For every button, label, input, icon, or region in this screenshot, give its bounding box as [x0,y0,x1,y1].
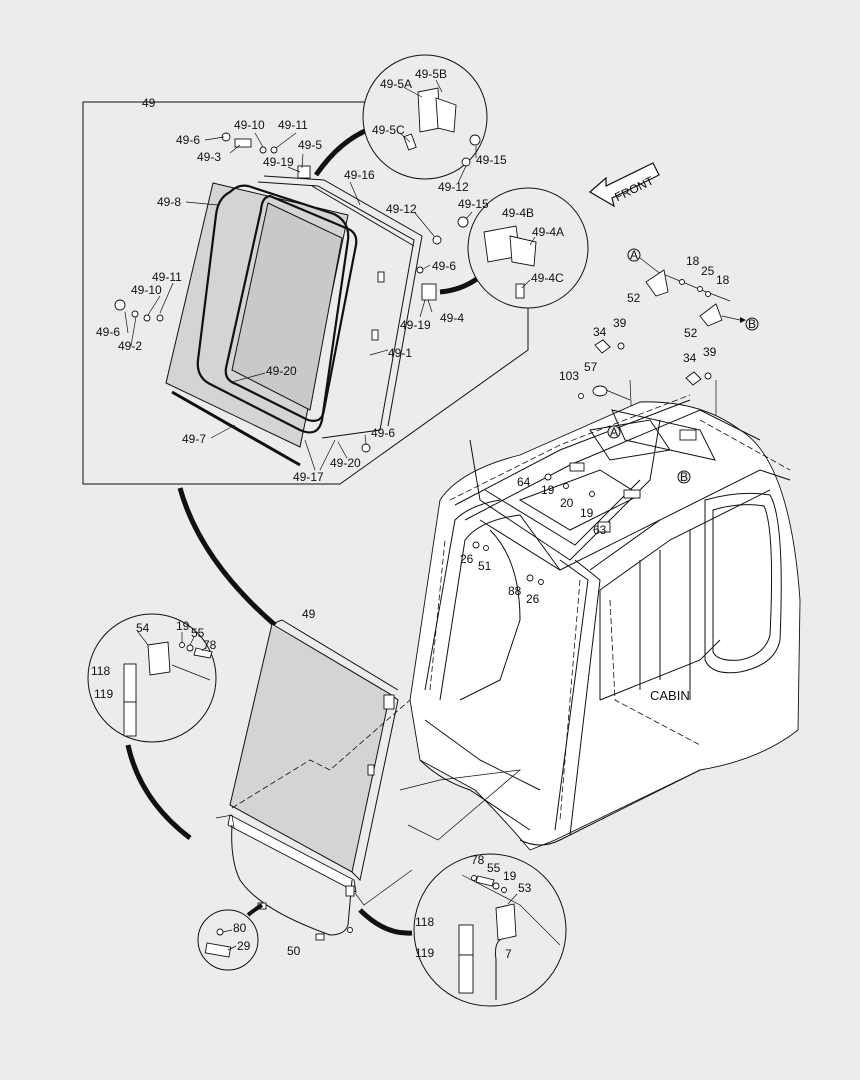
cabin-frame: A B 64 19 20 19 63 26 51 88 26 CABIN [409,394,801,851]
callout-78: 78 [203,638,217,652]
callout-49-10: 49-10 [234,118,265,132]
bolt-49-6-left [114,299,126,311]
callout-80: 80 [233,921,247,935]
shade-roller [227,814,357,893]
callout-49-19b: 49-19 [400,318,431,332]
callout-50: 50 [287,944,301,958]
part-118-left [123,663,137,703]
callout-49-4: 49-4 [440,311,464,325]
callout-7: 7 [505,947,512,961]
callout-19: 19 [541,483,555,497]
callout-55: 55 [191,626,205,640]
callout-34: 34 [593,325,607,339]
callout-49-10b: 49-10 [131,283,162,297]
part-119-right [458,954,474,994]
callout-119b: 119 [415,946,434,960]
detail-circle-49-4: 49-15 49-4B 49-4A 49-4C [439,187,589,309]
callout-20: 20 [560,496,574,510]
callout-49-1: 49-1 [388,346,412,360]
window-assembly-inset: 49 [82,96,529,485]
callout-49-15: 49-15 [476,153,507,167]
callout-52b: 52 [684,326,698,340]
callout-49-12: 49-12 [386,202,417,216]
callout-29: 29 [237,939,251,953]
part-119-left [123,701,137,737]
callout-19b: 19 [580,506,594,520]
callout-26: 26 [460,552,474,566]
callout-49-2: 49-2 [118,339,142,353]
cabin-label: CABIN [650,688,690,703]
callout-18: 18 [686,254,700,268]
lock-49-4 [421,283,437,301]
callout-49-5C: 49-5C [372,123,405,137]
callout-49-17: 49-17 [293,470,324,484]
callout-49-5: 49-5 [298,138,322,152]
callout-63: 63 [593,523,607,537]
callout-49-20: 49-20 [266,364,297,378]
callout-88: 88 [508,584,522,598]
callout-49-19: 49-19 [263,155,294,169]
callout-19c: 19 [176,619,190,633]
inset-49-label: 49 [142,96,156,110]
callout-49-4B: 49-4B [502,206,534,220]
callout-49-6: 49-6 [176,133,200,147]
callout-25: 25 [701,264,715,278]
detail-circle-49-5: 49-5A 49-5B 49-5C 49-15 49-12 [313,54,507,194]
callout-49-11: 49-11 [278,118,308,132]
callout-118: 118 [91,664,110,678]
callout-49-16: 49-16 [344,168,375,182]
front-arrow: FRONT [588,162,660,208]
callout-119: 119 [94,687,113,701]
bracket-49-3 [234,138,252,148]
detail-circle-29: 80 29 [197,903,264,971]
callout-49-door: 49 [302,607,316,621]
callout-49-4C: 49-4C [531,271,564,285]
callout-34b: 34 [683,351,697,365]
latch-49-5 [297,165,311,179]
callout-57: 57 [584,360,598,374]
callout-19d: 19 [503,869,517,883]
callout-49-6c: 49-6 [96,325,120,339]
callout-49-5A: 49-5A [380,77,412,91]
callout-51: 51 [478,559,492,573]
inner-seal [224,194,358,422]
callout-49-11b: 49-11 [152,270,182,284]
part-118-right [458,924,474,956]
hinge-hardware-right: A B 18 25 18 52 52 34 39 57 103 34 39 [559,248,759,466]
callout-49-3: 49-3 [197,150,221,164]
inner-glass [231,202,343,411]
callout-49-12a: 49-12 [438,180,469,194]
callout-118b: 118 [415,915,434,929]
detail-circle-53: 78 55 19 53 118 119 7 [358,853,567,1007]
callout-55b: 55 [487,861,501,875]
callout-49-4A: 49-4A [532,225,564,239]
callout-49-8: 49-8 [157,195,181,209]
ref-A2: A [610,425,618,439]
callout-49-15b: 49-15 [458,197,489,211]
bolt-49-12 [432,235,442,245]
ref-B2: B [680,470,688,484]
callout-39: 39 [613,316,627,330]
callout-64: 64 [517,475,531,489]
callout-49-6b: 49-6 [432,259,456,273]
callout-49-6d: 49-6 [371,426,395,440]
callout-39b: 39 [703,345,717,359]
callout-103: 103 [559,369,579,383]
callout-49-20b: 49-20 [330,456,361,470]
seal-frame [196,184,350,434]
callout-49-5B: 49-5B [415,67,447,81]
ref-A: A [630,248,638,262]
callout-26b: 26 [526,592,540,606]
callout-18b: 18 [716,273,730,287]
callout-54: 54 [136,621,150,635]
callout-49-7: 49-7 [182,432,206,446]
ref-B: B [748,317,756,331]
detail-circle-54: 54 19 55 78 118 119 [87,613,217,840]
door-and-shade: 49 50 [215,607,522,958]
callout-53: 53 [518,881,532,895]
callout-78b: 78 [471,853,485,867]
callout-52: 52 [627,291,641,305]
